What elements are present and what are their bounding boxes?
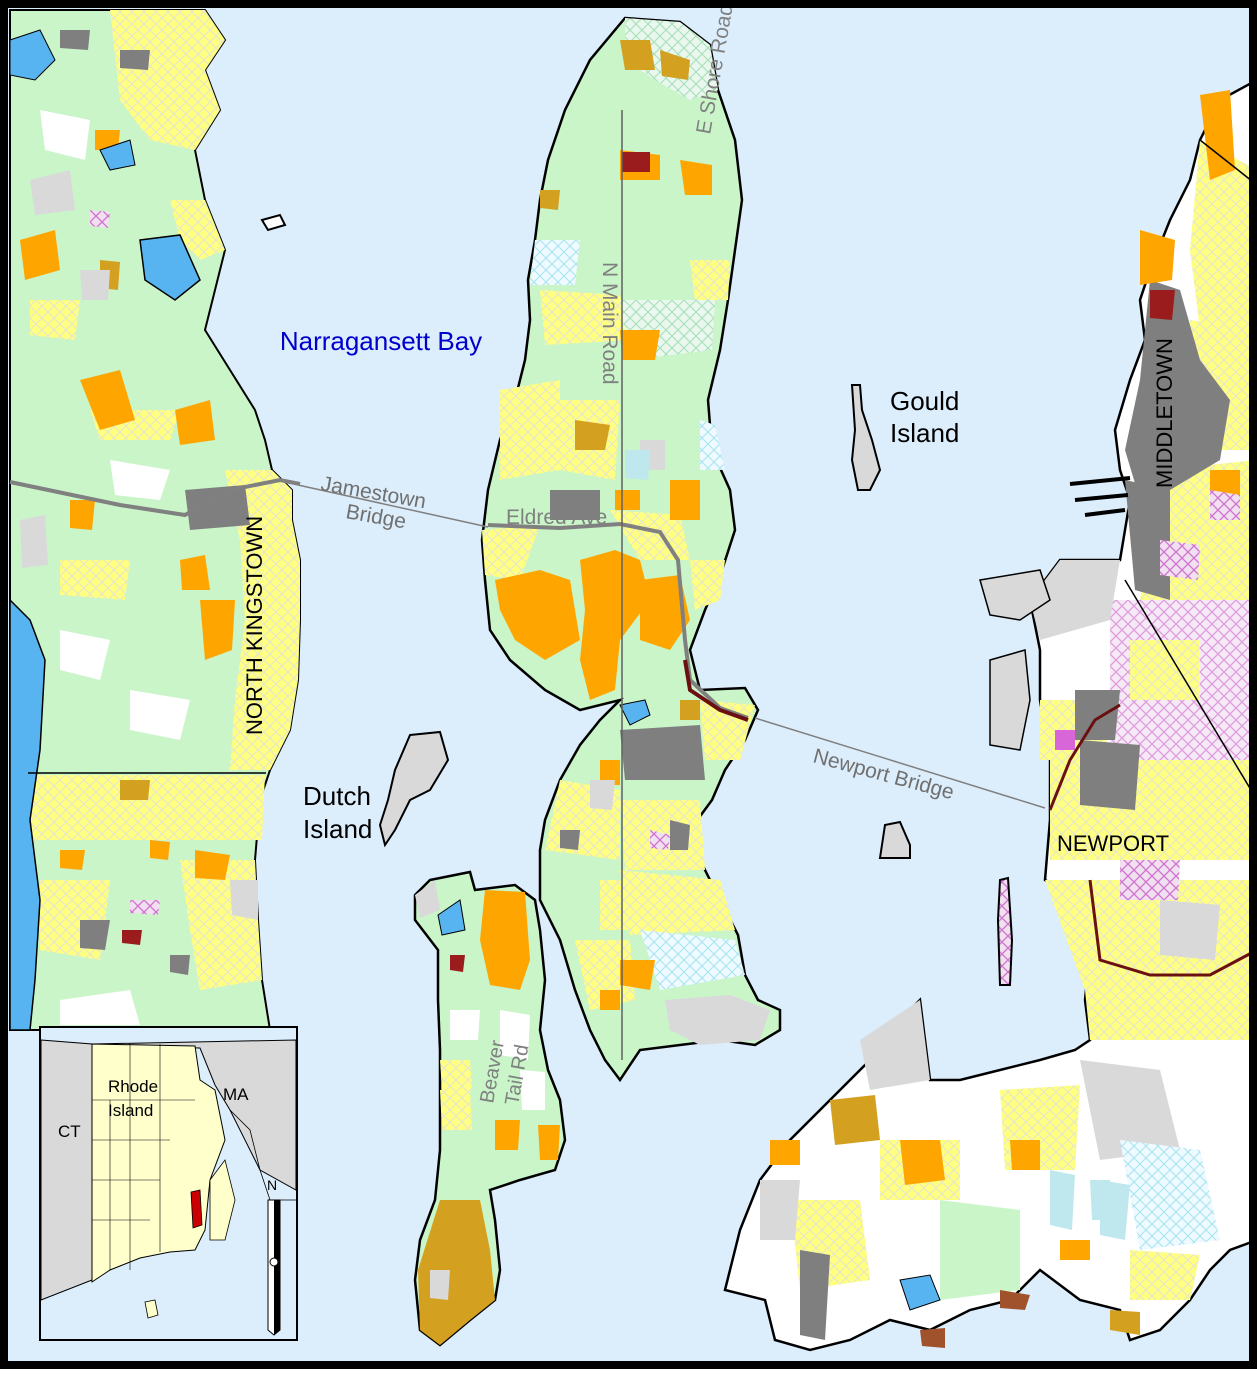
label-north-main-road: N Main Road: [598, 262, 621, 385]
inset-label-ri-1: Rhode: [108, 1077, 158, 1096]
conanicut-island: [480, 16, 782, 1083]
inset-block-island: [144, 1299, 159, 1319]
label-narragansett-ave: Eldred Ave: [506, 506, 607, 529]
inset-label-ri-2: Island: [108, 1101, 153, 1120]
route-138-west: [9, 477, 301, 518]
small-island: [878, 820, 911, 859]
gould-island: [850, 384, 882, 491]
inset-highlight: [190, 1189, 203, 1229]
label-gould-island-2: Island: [890, 418, 959, 448]
dutch-island: [378, 730, 450, 848]
label-middletown: MIDDLETOWN: [1152, 338, 1177, 488]
label-narragansett-bay: Narragansett Bay: [280, 326, 482, 356]
north-arrow-icon: N: [267, 1177, 281, 1336]
west-shore-landmass: [9, 9, 301, 1031]
route-138-jamestown-dark: [683, 659, 749, 722]
route-newport-dark: [1088, 879, 1257, 977]
route-newport-dark-2: [1048, 703, 1121, 811]
small-island: [996, 876, 1014, 986]
route-138-jamestown: [487, 521, 749, 720]
aquidneck-island: [723, 78, 1257, 1352]
inset-label-ma: MA: [223, 1085, 249, 1104]
newport-bridge: [754, 717, 1046, 809]
label-gould-island-1: Gould: [890, 386, 959, 416]
inset-label-ct: CT: [58, 1122, 81, 1141]
small-island: [260, 213, 287, 232]
north-arrow-label: N: [267, 1177, 277, 1193]
inset-ct: [40, 1039, 93, 1301]
label-dutch-island-2: Island: [303, 814, 372, 844]
jamestown-bridge: [297, 484, 489, 528]
label-newport: NEWPORT: [1057, 831, 1169, 856]
naval-piers: [1069, 476, 1131, 517]
inset-locator-map: CT Rhode Island MA N: [39, 1026, 298, 1341]
label-dutch-island-1: Dutch: [303, 781, 371, 811]
label-north-kingstown: NORTH KINGSTOWN: [242, 516, 267, 735]
beavertail-peninsula: [413, 870, 567, 1347]
